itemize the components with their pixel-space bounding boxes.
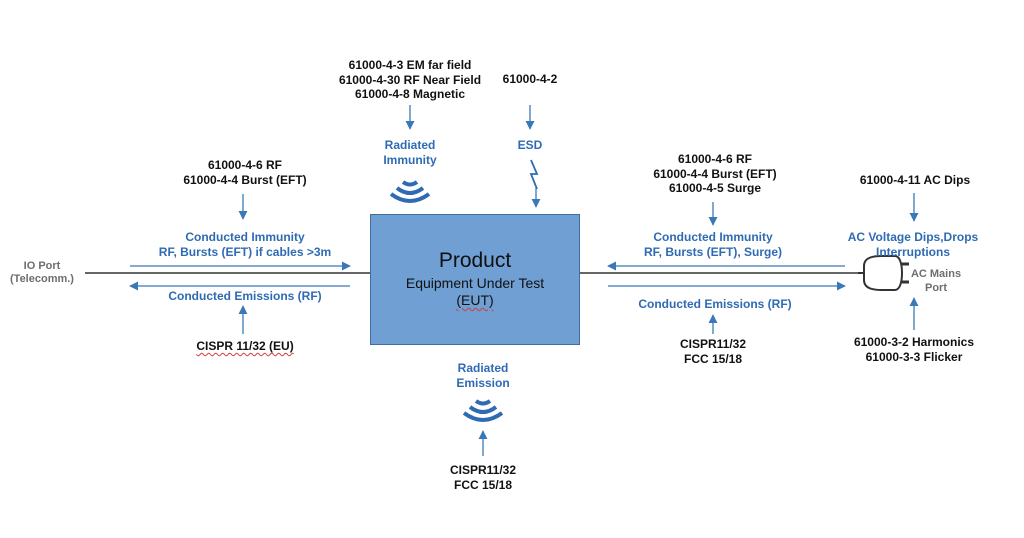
- standard-label: FCC 15/18: [683, 351, 743, 366]
- standard-label: FCC 15/18: [453, 477, 513, 492]
- standard-label: CISPR 11/32 (EU): [196, 339, 294, 353]
- standard-label: 61000-4-4 Burst (EFT): [183, 172, 307, 187]
- left-immunity-standards: 61000-4-6 RF 61000-4-4 Burst (EFT): [160, 158, 330, 187]
- radiated-immunity-standards: 61000-4-3 EM far field 61000-4-30 RF Nea…: [310, 58, 510, 102]
- wifi-signal-icon: [389, 180, 431, 203]
- label-line: AC Voltage Dips,Drops: [847, 230, 979, 244]
- power-plug-icon: [858, 255, 909, 291]
- right-emissions-standards: CISPR11/32 FCC 15/18: [655, 337, 771, 366]
- label-line: RF, Bursts (EFT) if cables >3m: [158, 244, 332, 259]
- io-port-label: IO Port (Telecomm.): [0, 260, 84, 286]
- standard-label: 61000-4-5 Surge: [668, 181, 762, 195]
- lightning-bolt-icon: [529, 159, 539, 190]
- label-line: RF, Bursts (EFT), Surge): [643, 244, 782, 259]
- label-line: Radiated: [457, 361, 509, 375]
- cispr-eu-standard: CISPR 11/32 (EU): [170, 339, 320, 354]
- right-immunity-standards: 61000-4-6 RF 61000-4-4 Burst (EFT) 61000…: [625, 152, 805, 196]
- product-subtitle: Equipment Under Test (EUT): [371, 275, 579, 309]
- label-line: Interruptions: [876, 244, 950, 259]
- label-line: IO Port: [23, 260, 61, 272]
- standard-label: 61000-4-30 RF Near Field: [338, 72, 482, 87]
- esd-label: ESD: [517, 138, 543, 152]
- radiated-emission-label: Radiated Emission: [433, 361, 533, 390]
- standard-label: CISPR11/32: [679, 337, 747, 351]
- ac-dips-standard: 61000-4-11 AC Dips: [859, 173, 971, 187]
- label-line: Immunity: [383, 152, 437, 167]
- left-conducted-immunity-label: Conducted Immunity RF, Bursts (EFT) if c…: [120, 230, 370, 259]
- right-conducted-emissions-label: Conducted Emissions (RF): [638, 297, 792, 311]
- ac-mains-port-label: AC Mains Port: [904, 267, 968, 295]
- label-line: Emission: [456, 375, 510, 390]
- standard-label: CISPR11/32: [449, 463, 517, 477]
- label-line: Radiated: [384, 138, 436, 152]
- standard-label: 61000-4-6 RF: [677, 152, 753, 166]
- wifi-signal-icon: [462, 399, 504, 422]
- standard-label: 61000-4-3 EM far field: [348, 58, 472, 72]
- esd-standard: 61000-4-2: [502, 72, 558, 86]
- product-title: Product: [438, 249, 512, 272]
- label-line: Port: [925, 282, 947, 294]
- right-conducted-immunity-label: Conducted Immunity RF, Bursts (EFT), Sur…: [600, 230, 826, 259]
- standard-label: 61000-3-3 Flicker: [865, 349, 963, 364]
- standard-label: 61000-4-4 Burst (EFT): [653, 166, 777, 181]
- product-box: Product Equipment Under Test (EUT): [370, 214, 580, 345]
- standard-label: 61000-4-8 Magnetic: [354, 87, 466, 101]
- bottom-emission-standards: CISPR11/32 FCC 15/18: [425, 463, 541, 492]
- product-subtitle-eut: (EUT): [456, 292, 494, 308]
- standard-label: 61000-4-6 RF: [207, 158, 283, 172]
- ac-voltage-dips-label: AC Voltage Dips,Drops Interruptions: [828, 230, 998, 259]
- label-line: (Telecomm.): [10, 273, 74, 285]
- label-line: Conducted Immunity: [653, 230, 773, 244]
- radiated-immunity-label: Radiated Immunity: [360, 138, 460, 167]
- product-subtitle-line: Equipment Under Test: [405, 275, 545, 291]
- standard-label: 61000-3-2 Harmonics: [853, 335, 975, 349]
- label-line: AC Mains: [910, 268, 962, 280]
- label-line: Conducted Immunity: [185, 230, 305, 244]
- harmonics-standards: 61000-3-2 Harmonics 61000-3-3 Flicker: [834, 335, 994, 364]
- left-conducted-emissions-label: Conducted Emissions (RF): [168, 289, 322, 303]
